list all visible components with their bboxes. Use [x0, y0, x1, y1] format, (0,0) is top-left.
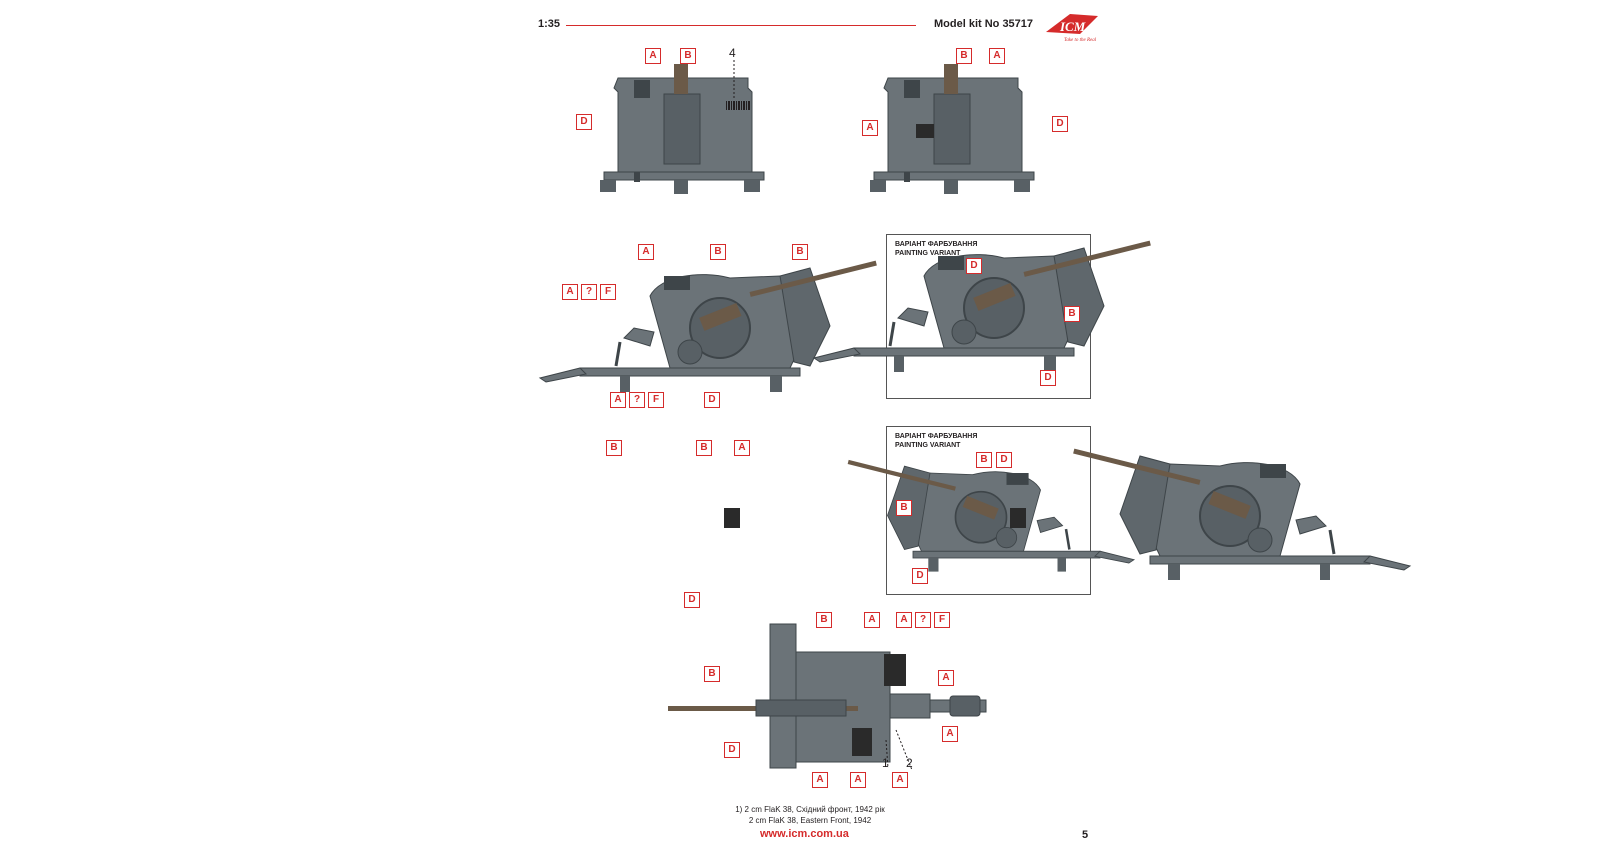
label-tag-d: D [1040, 370, 1056, 386]
label-tag-d: D [1052, 116, 1068, 132]
icm-logo: ICM Take to the Real [1046, 14, 1098, 43]
header-rule [566, 25, 916, 26]
label-tag-question: ? [581, 284, 597, 300]
label-tag-a: A [862, 120, 878, 136]
label-tag-b: B [976, 452, 992, 468]
label-tag-d: D [704, 392, 720, 408]
label-tag-b: B [1064, 306, 1080, 322]
label-tag-a: A [850, 772, 866, 788]
label-tag-b: B [816, 612, 832, 628]
variant-caption: 1) 2 cm FlaK 38, Східний фронт, 1942 рік… [700, 804, 920, 826]
label-tag-d: D [912, 568, 928, 584]
label-tag-b: B [710, 244, 726, 260]
label-tag-b: B [696, 440, 712, 456]
label-tag-b: B [956, 48, 972, 64]
label-tag-question: ? [629, 392, 645, 408]
label-tag-a: A [938, 670, 954, 686]
caption-ua: 1) 2 cm FlaK 38, Східний фронт, 1942 рік [735, 805, 885, 814]
label-tag-f: F [600, 284, 616, 300]
label-tag-b: B [606, 440, 622, 456]
website-link[interactable]: www.icm.com.ua [760, 828, 849, 840]
model-kit-number: Model kit No 35717 [934, 18, 1034, 30]
label-tag-a: A [942, 726, 958, 742]
page-number: 5 [1082, 829, 1089, 841]
svg-text:Take to the Real: Take to the Real [1064, 38, 1097, 43]
label-tag-a: A [610, 392, 626, 408]
callout-number-4: 4 [729, 46, 736, 60]
label-tag-a: A [864, 612, 880, 628]
label-tag-a: A [734, 440, 750, 456]
label-tag-a: A [638, 244, 654, 260]
callout-number-1: 1 [882, 756, 889, 770]
label-tag-a: A [812, 772, 828, 788]
label-tag-f: F [934, 612, 950, 628]
label-tag-d: D [966, 258, 982, 274]
caption-en: 2 cm FlaK 38, Eastern Front, 1942 [748, 816, 872, 825]
label-tag-d: D [576, 114, 592, 130]
label-tag-d: D [996, 452, 1012, 468]
label-tag-d: D [724, 742, 740, 758]
label-tag-a: A [896, 612, 912, 628]
label-tag-question: ? [915, 612, 931, 628]
label-tag-d: D [684, 592, 700, 608]
painting-variant-title: ВАРІАНТ ФАРБУВАННЯ PAINTING VARIANT [895, 433, 978, 449]
label-tag-b: B [704, 666, 720, 682]
label-tag-a: A [892, 772, 908, 788]
label-tag-f: F [648, 392, 664, 408]
label-tag-b: B [896, 500, 912, 516]
label-tag-a: A [645, 48, 661, 64]
label-tag-a: A [562, 284, 578, 300]
label-tag-b: B [680, 48, 696, 64]
painting-variant-title: ВАРІАНТ ФАРБУВАННЯ PAINTING VARIANT [895, 241, 978, 257]
label-tag-a: A [989, 48, 1005, 64]
scale-label: 1:35 [538, 18, 561, 30]
callout-number-2: 2 [906, 756, 913, 770]
svg-text:ICM: ICM [1059, 19, 1086, 34]
label-tag-b: B [792, 244, 808, 260]
